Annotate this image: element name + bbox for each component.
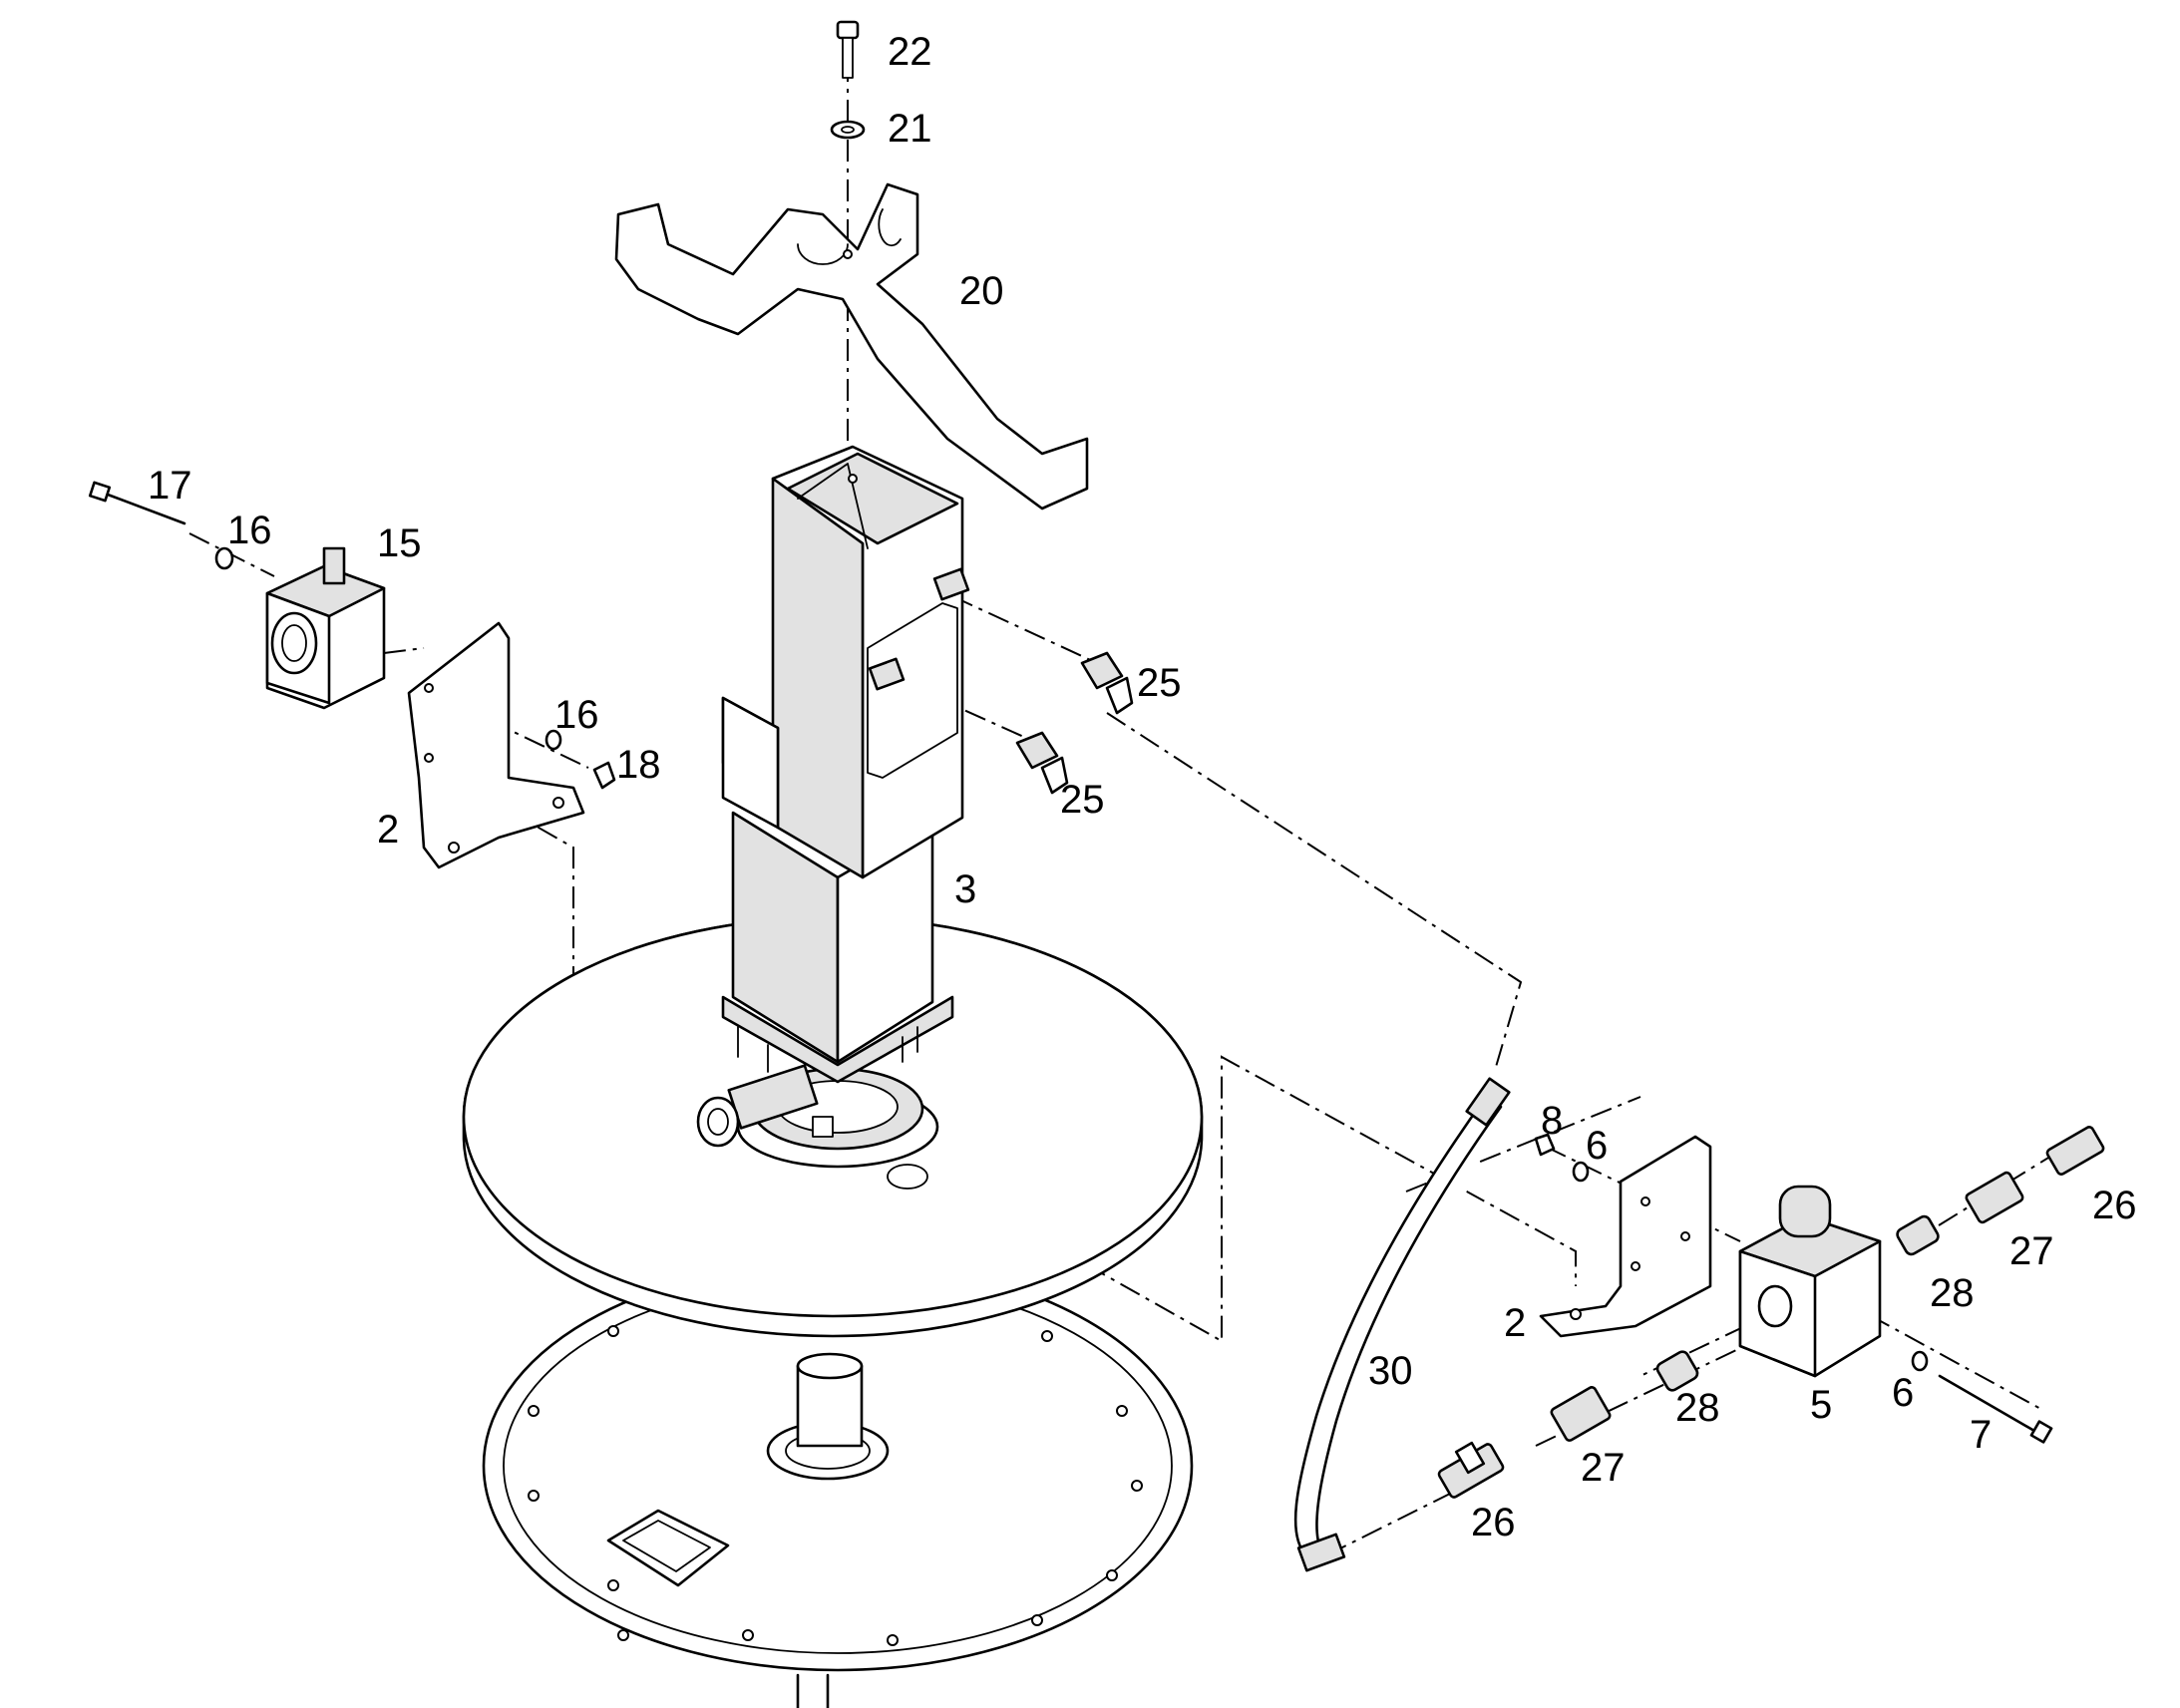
- callout-5: 5: [1810, 1383, 1832, 1427]
- callout-8: 8: [1541, 1099, 1563, 1143]
- drum-cover-upper: [462, 915, 1204, 1338]
- part-26-fitting-upper: [2045, 1126, 2105, 1176]
- part-6-washer-lower: [1911, 1350, 1929, 1372]
- callout-21: 21: [888, 107, 932, 151]
- part-22-screw: [836, 20, 860, 79]
- pump-body: [721, 445, 970, 1084]
- callout-26-lower: 26: [1471, 1501, 1516, 1544]
- callout-28-lower: 28: [1675, 1386, 1720, 1430]
- callout-25-upper: 25: [1137, 661, 1182, 705]
- callout-17: 17: [148, 464, 192, 508]
- part-16-washer-left: [214, 546, 234, 570]
- part-21-washer: [830, 120, 866, 140]
- part-16-washer-right: [545, 729, 562, 751]
- callout-labels: 22 21 20 17 16 15 16 18 2 25 25 3 8 6 26…: [148, 30, 2137, 1544]
- callout-2-right: 2: [1504, 1301, 1526, 1345]
- part-2-bracket-right: [1539, 1135, 1712, 1338]
- part-7-bolt: [1938, 1374, 2053, 1444]
- callout-15: 15: [377, 521, 422, 565]
- part-27-fitting-lower: [1550, 1386, 1612, 1442]
- part-17-bolt: [88, 481, 186, 525]
- callout-18: 18: [616, 743, 661, 787]
- callout-6-lower: 6: [1892, 1371, 1914, 1415]
- callout-16-left: 16: [227, 509, 272, 552]
- part-25-elbow-lower: [1015, 731, 1069, 795]
- part-2-bracket-left: [407, 621, 585, 869]
- part-18-nut: [592, 761, 616, 790]
- callout-25-lower: 25: [1060, 778, 1105, 822]
- callout-6-upper: 6: [1586, 1124, 1608, 1168]
- part-20-bracket: [614, 182, 1089, 511]
- part-25-elbow-upper: [1080, 651, 1134, 715]
- part-26-tee-fitting-lower: [1437, 1441, 1505, 1499]
- callout-3: 3: [954, 867, 976, 911]
- callout-27-lower: 27: [1581, 1446, 1626, 1490]
- part-30-hose: [1293, 1077, 1511, 1572]
- part-27-fitting-upper: [1965, 1171, 2024, 1224]
- callout-28-upper: 28: [1930, 1271, 1975, 1315]
- part-8-nut: [1534, 1133, 1556, 1157]
- callout-16-right: 16: [554, 693, 599, 737]
- part-5-distributor-block: [1738, 1185, 1882, 1378]
- callout-27-upper: 27: [2009, 1229, 2054, 1273]
- callout-22: 22: [888, 30, 932, 74]
- callout-26-upper: 26: [2092, 1184, 2137, 1227]
- callout-7: 7: [1970, 1413, 1992, 1457]
- part-15-solenoid-valve: [265, 546, 386, 710]
- callout-2-left: 2: [377, 808, 399, 852]
- part-28-fitting-lower: [1655, 1350, 1699, 1392]
- drum-cover-lower: [482, 1259, 1194, 1708]
- part-6-washer-upper: [1572, 1161, 1590, 1183]
- callout-30: 30: [1368, 1349, 1413, 1393]
- part-28-fitting-upper: [1896, 1214, 1940, 1256]
- callout-20: 20: [959, 269, 1004, 313]
